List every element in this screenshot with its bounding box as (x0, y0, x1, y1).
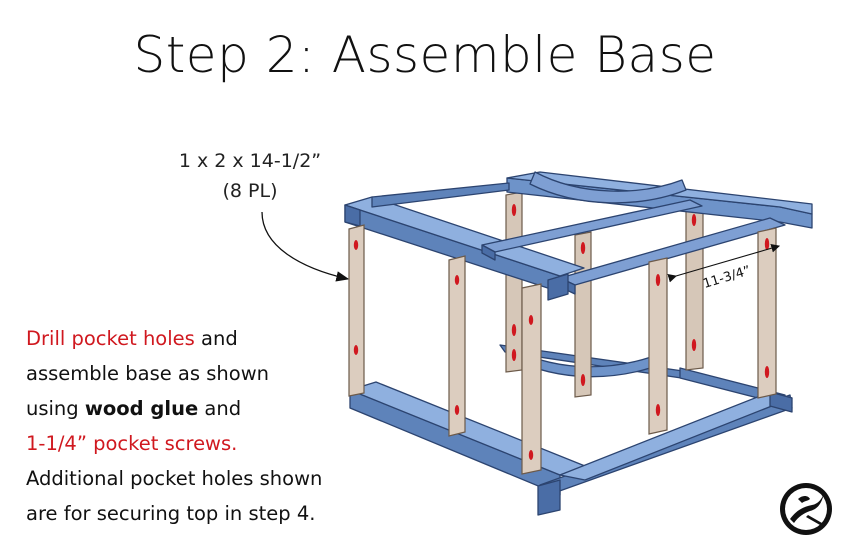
bottom-frame (349, 381, 793, 516)
instructions-line-3: using wood glue and (26, 397, 242, 420)
back-leg-mid (574, 231, 592, 398)
wood-glue-text: wood glue (84, 397, 199, 420)
instructions-text: Drill pocket holes and assemble base as … (26, 321, 336, 531)
callout-arrow (261, 211, 350, 282)
front-leg-2 (448, 255, 466, 437)
brand-logo-icon (780, 483, 832, 535)
part-callout: 1 x 2 x 14-1/2” (8 PL) (150, 146, 350, 206)
front-leg-4 (648, 257, 668, 435)
dimension-label: 11-3/4” (701, 263, 752, 292)
instructions-line-2: assemble base as shown (26, 362, 269, 385)
page-title: Step 2: Assemble Base (133, 26, 717, 84)
dimension-line (667, 243, 781, 283)
drill-pocket-holes-text: Drill pocket holes (26, 327, 195, 350)
pocket-screws-text: 1-1/4” pocket screws. (26, 432, 238, 455)
part-quantity: (8 PL) (222, 180, 278, 202)
instructions-line-1: Drill pocket holes and (26, 327, 238, 350)
instructions-line-6: are for securing top in step 4. (26, 502, 316, 525)
front-leg-3 (521, 283, 542, 475)
back-leg-left (505, 191, 523, 373)
pocket-holes (353, 204, 770, 460)
part-dimension: 1 x 2 x 14-1/2” (178, 150, 322, 172)
back-bottom-rails (499, 344, 786, 406)
front-leg-1 (348, 224, 365, 397)
instructions-line-5: Additional pocket holes shown (26, 467, 323, 490)
